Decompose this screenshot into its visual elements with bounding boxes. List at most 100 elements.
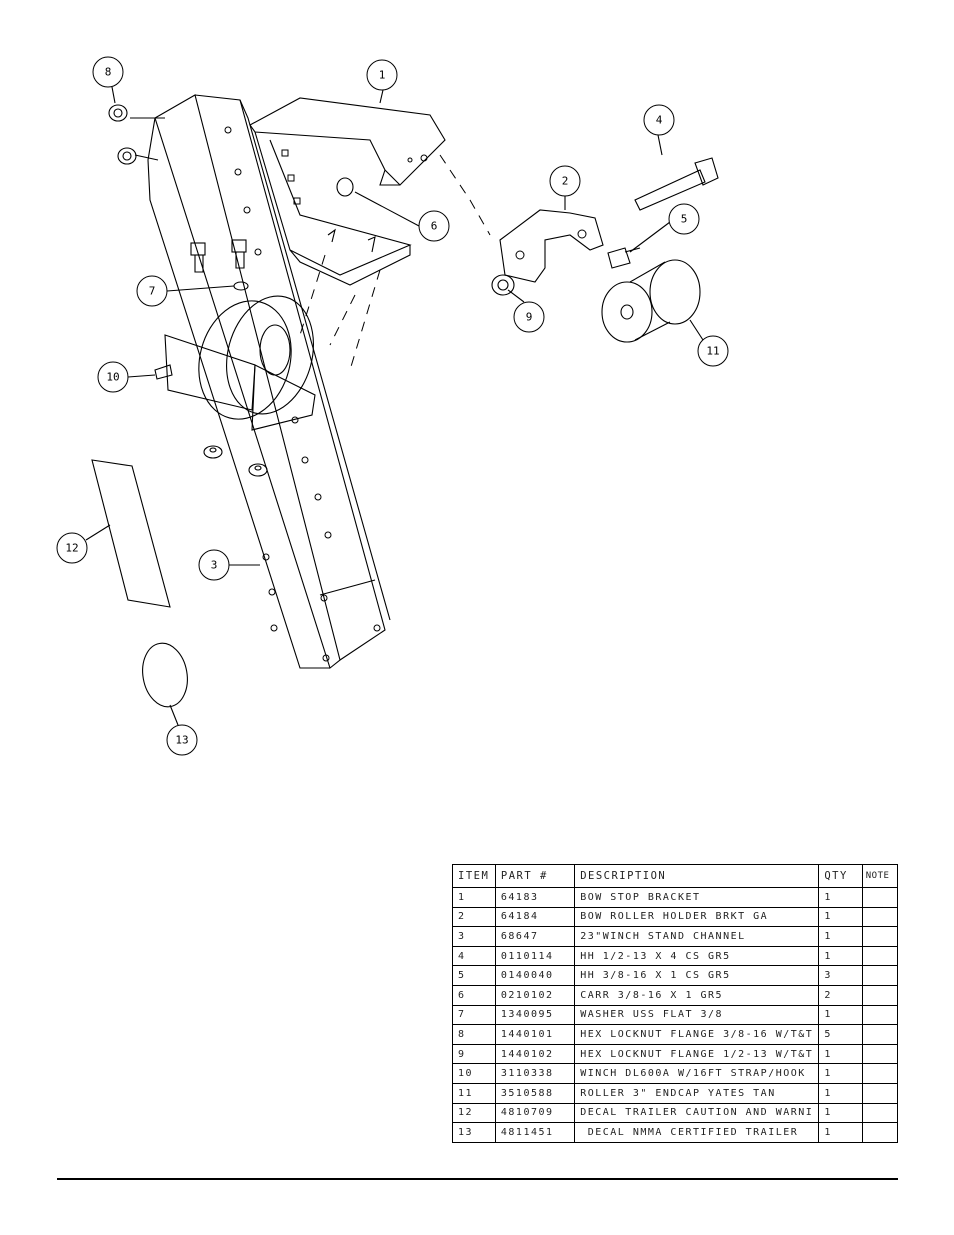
footer-rule xyxy=(57,1178,898,1180)
cell-item: 9 xyxy=(452,1043,496,1065)
svg-text:1: 1 xyxy=(379,69,386,82)
cell-part: 4811451 xyxy=(494,1122,576,1143)
cell-item: 2 xyxy=(452,906,496,928)
callout-11: 11 xyxy=(697,335,729,367)
callout-7: 7 xyxy=(136,275,168,307)
cell-qty: 1 xyxy=(818,926,863,947)
cell-part: 1340095 xyxy=(494,1004,576,1026)
cell-item: 11 xyxy=(452,1082,496,1104)
cell-item: 3 xyxy=(452,926,496,947)
caution-decal xyxy=(91,459,171,608)
cell-part: 64184 xyxy=(494,906,576,928)
cell-item: 1 xyxy=(452,887,496,908)
callout-3: 3 xyxy=(198,549,230,581)
cell-note xyxy=(861,1024,899,1045)
cell-part: 0140040 xyxy=(494,965,576,986)
svg-text:11: 11 xyxy=(706,345,719,358)
cell-note xyxy=(861,1004,899,1026)
short-hex-bolt xyxy=(607,247,641,269)
svg-text:2: 2 xyxy=(562,175,569,188)
cell-qty: 1 xyxy=(818,906,863,928)
cell-description: WINCH DL600A W/16FT STRAP/HOOK xyxy=(574,1063,820,1084)
cell-qty: 1 xyxy=(818,945,863,967)
callout-4: 4 xyxy=(643,104,675,136)
callout-5: 5 xyxy=(668,203,700,235)
svg-text:4: 4 xyxy=(656,114,663,127)
cell-note xyxy=(861,926,899,947)
cell-description: DECAL TRAILER CAUTION AND WARNI xyxy=(574,1102,820,1124)
cell-note xyxy=(861,945,899,967)
callout-2: 2 xyxy=(549,165,581,197)
cell-part: 0110114 xyxy=(494,945,576,967)
roller-holder-bracket xyxy=(499,209,604,283)
cell-qty: 1 xyxy=(818,1082,863,1104)
cell-qty: 2 xyxy=(818,984,863,1006)
winch xyxy=(154,295,316,431)
hex-locknut xyxy=(108,104,137,165)
cell-qty: 1 xyxy=(818,1063,863,1084)
cell-item: 12 xyxy=(452,1102,496,1124)
cell-note xyxy=(861,1043,899,1065)
cell-qty: 3 xyxy=(818,965,863,986)
cell-part: 4810709 xyxy=(494,1102,576,1124)
callout-6: 6 xyxy=(418,210,450,242)
cell-description: WASHER USS FLAT 3/8 xyxy=(574,1004,820,1026)
bow-stop-bracket xyxy=(249,97,446,286)
cell-item: 10 xyxy=(452,1063,496,1084)
cell-note xyxy=(861,1102,899,1124)
cell-item: 8 xyxy=(452,1024,496,1045)
svg-text:10: 10 xyxy=(106,371,119,384)
cell-description: 23"WINCH STAND CHANNEL xyxy=(574,926,820,947)
table-header-row: ITEM PART # DESCRIPTION QTY NOTE xyxy=(452,864,899,888)
exploded-parts-diagram: 1 2 3 4 5 6 7 8 9 10 11 12 13 xyxy=(56,56,729,756)
large-locknut xyxy=(491,274,515,296)
svg-text:13: 13 xyxy=(175,734,188,747)
leader-lines xyxy=(85,86,704,726)
long-hex-bolt xyxy=(634,157,719,211)
header-qty: QTY xyxy=(818,864,863,888)
cell-note xyxy=(861,984,899,1006)
cell-qty: 1 xyxy=(818,887,863,908)
header-item: ITEM xyxy=(452,864,496,888)
callout-9: 9 xyxy=(513,301,545,333)
cell-description: CARR 3/8-16 X 1 GR5 xyxy=(574,984,820,1006)
hex-bolt xyxy=(190,239,247,273)
cell-part: 3510588 xyxy=(494,1082,576,1104)
cell-part: 3110338 xyxy=(494,1063,576,1084)
cell-note xyxy=(861,887,899,908)
cell-note xyxy=(861,1122,899,1143)
callout-1: 1 xyxy=(366,59,398,91)
cell-part: 64183 xyxy=(494,887,576,908)
endcap-roller xyxy=(601,259,701,343)
svg-text:3: 3 xyxy=(211,559,218,572)
cell-qty: 1 xyxy=(818,1043,863,1065)
cell-note xyxy=(861,1063,899,1084)
cell-description: BOW STOP BRACKET xyxy=(574,887,820,908)
cell-part: 0210102 xyxy=(494,984,576,1006)
cell-part: 68647 xyxy=(494,926,576,947)
svg-text:12: 12 xyxy=(65,542,78,555)
cell-item: 7 xyxy=(452,1004,496,1026)
header-description: DESCRIPTION xyxy=(574,864,820,888)
svg-text:8: 8 xyxy=(105,66,112,79)
cell-description: HH 1/2-13 X 4 CS GR5 xyxy=(574,945,820,967)
svg-text:5: 5 xyxy=(681,213,688,226)
cell-description: HEX LOCKNUT FLANGE 3/8-16 W/T&T xyxy=(574,1024,820,1045)
cell-qty: 1 xyxy=(818,1122,863,1143)
cell-note xyxy=(861,906,899,928)
cell-qty: 1 xyxy=(818,1102,863,1124)
cell-qty: 1 xyxy=(818,1004,863,1026)
callout-13: 13 xyxy=(166,724,198,756)
cell-note xyxy=(861,965,899,986)
